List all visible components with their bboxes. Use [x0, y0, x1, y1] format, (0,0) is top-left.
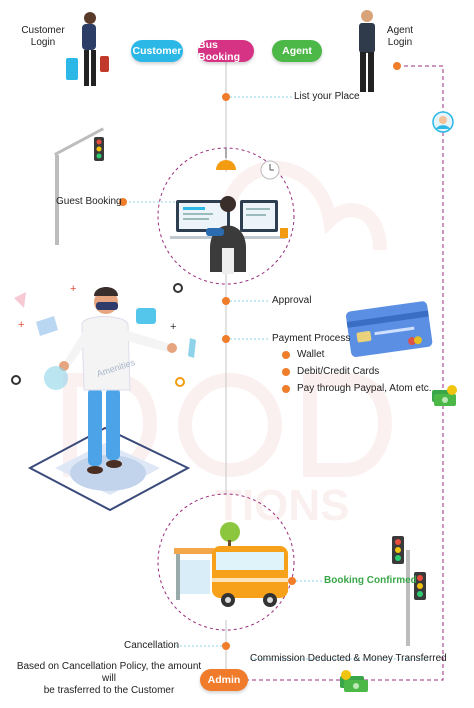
customer-login-label: Customer Login [21, 25, 65, 48]
booking-confirmed-label: Booking Confirmed [324, 575, 417, 586]
agent-login-label: Agent Login [386, 25, 414, 48]
traffic-light-left [54, 127, 105, 245]
node-approval [222, 297, 230, 305]
bullet-dot [282, 384, 290, 393]
node-booking-confirmed [288, 577, 296, 585]
customer-illustration [66, 12, 109, 86]
node-agent [393, 62, 401, 70]
vr-amenities-illustration: + + + [11, 283, 196, 512]
payment-option-label: Debit/Credit Cards [297, 366, 380, 377]
agent-illustration [359, 10, 375, 92]
node-cancellation [222, 642, 230, 650]
payment-option-paypal: Pay through Paypal, Atom etc. [282, 383, 432, 394]
node-list-place [222, 93, 230, 101]
approval-label: Approval [272, 295, 312, 306]
guest-booking-label: Guest Booking [56, 196, 122, 207]
svg-text:+: + [170, 321, 176, 333]
node-guest-booking [119, 198, 127, 206]
admin-button[interactable]: Admin [200, 669, 248, 691]
payment-option-wallet: Wallet [282, 349, 324, 360]
list-place-label: List your Place [294, 91, 360, 102]
traffic-light-right [392, 536, 426, 646]
bus-stop-scene [174, 522, 288, 607]
payment-process-label: Payment Process [272, 333, 351, 344]
svg-text:TIONS: TIONS [215, 481, 349, 530]
svg-text:+: + [70, 283, 76, 295]
refund-note: Based on Cancellation Policy, the amount… [16, 661, 202, 696]
commission-label: Commission Deducted & Money Transferred [250, 653, 447, 664]
bus-booking-button[interactable]: Bus Booking [198, 39, 254, 63]
office-scene [170, 148, 288, 274]
payment-option-label: Pay through Paypal, Atom etc. [297, 383, 432, 394]
bullet-dot [282, 350, 290, 359]
money-stack-icon [340, 670, 368, 692]
bullet-dot [282, 367, 290, 376]
cancellation-label: Cancellation [124, 640, 180, 651]
money-icon [432, 385, 457, 406]
payment-option-cards: Debit/Credit Cards [282, 366, 379, 377]
avatar [432, 111, 454, 133]
node-payment [222, 335, 230, 343]
payment-option-label: Wallet [297, 349, 325, 360]
agent-button[interactable]: Agent [272, 40, 322, 62]
credit-card-illustration [345, 301, 433, 357]
svg-text:+: + [18, 319, 24, 331]
customer-button[interactable]: Customer [131, 40, 183, 62]
